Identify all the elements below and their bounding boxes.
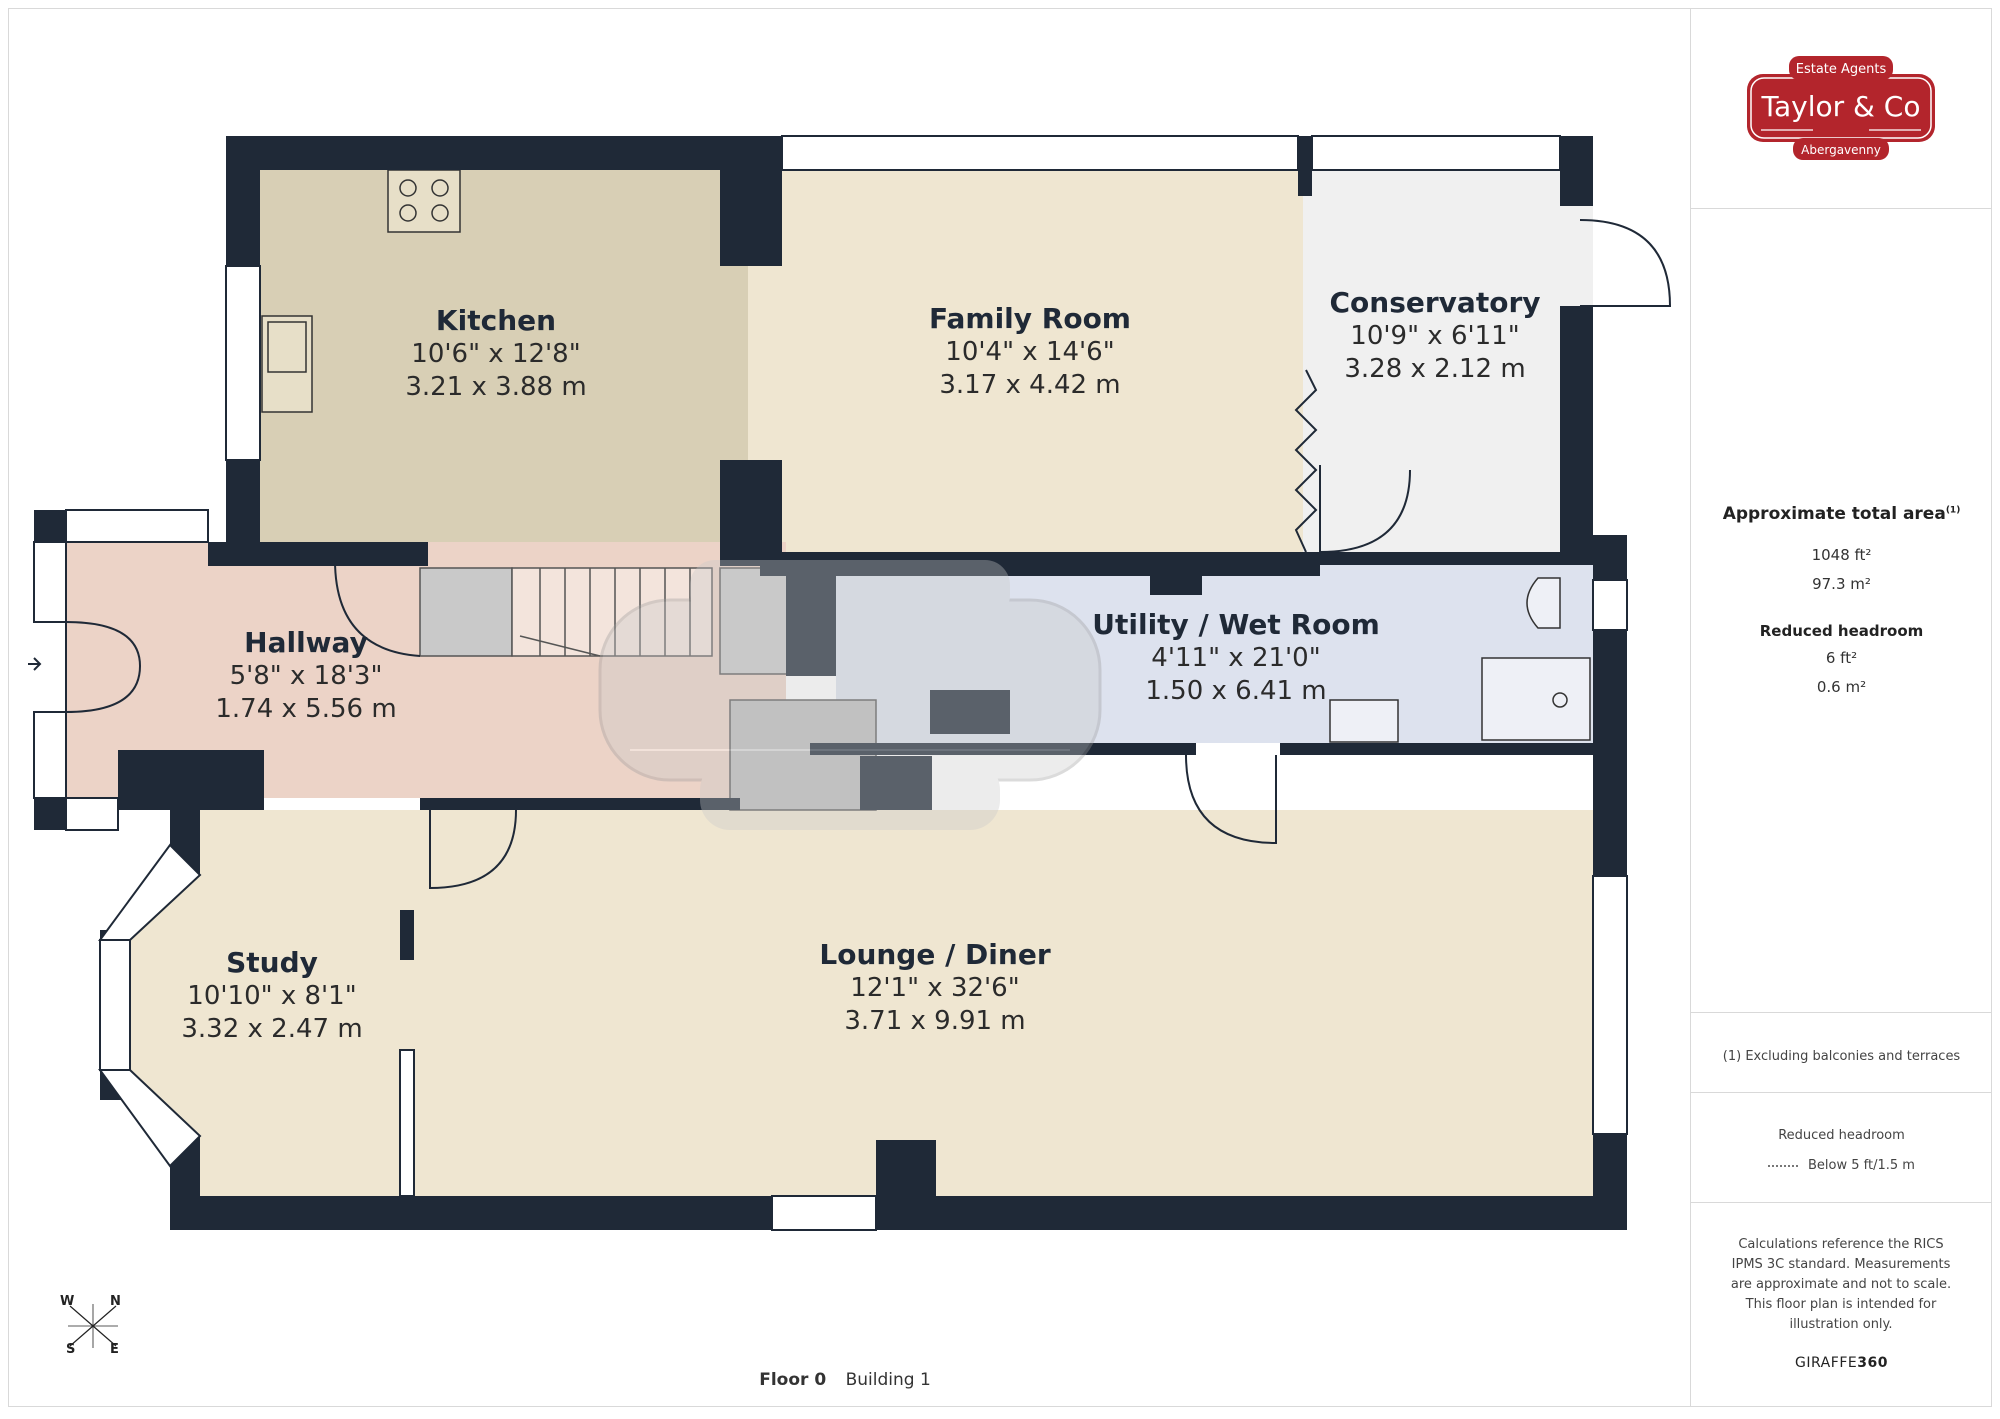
dotted-line-icon xyxy=(1768,1164,1799,1167)
giraffe360-brand: GIRAFFE360 xyxy=(1795,1355,1888,1371)
utility-fittings xyxy=(1329,577,1591,743)
kitchen-fill xyxy=(260,170,748,562)
room-dim-imperial: 4'11" x 21'0" xyxy=(1151,643,1321,673)
compass-icon: W N S E xyxy=(58,1294,128,1358)
svg-text:Estate Agents: Estate Agents xyxy=(1796,62,1887,77)
room-name: Lounge / Diner xyxy=(819,938,1051,971)
panel-divider xyxy=(1691,1092,1992,1093)
legend-item: Below 5 ft/1.5 m xyxy=(1808,1158,1915,1173)
floor-caption: Floor 0 Building 1 xyxy=(0,1370,1690,1390)
room-name: Utility / Wet Room xyxy=(1092,608,1380,641)
room-dim-imperial: 10'4" x 14'6" xyxy=(945,337,1115,367)
reduced-headroom-ft: 6 ft² xyxy=(1825,649,1858,667)
compass-s: S xyxy=(66,1342,76,1357)
doors xyxy=(28,219,1672,890)
room-dim-metric: 1.50 x 6.41 m xyxy=(1145,676,1327,706)
room-label-conservatory: Conservatory 10'9" x 6'11" 3.28 x 2.12 m xyxy=(1329,286,1540,386)
floor-plan-drawing xyxy=(28,135,1672,1231)
panel-divider xyxy=(1691,1012,1992,1013)
kitchen-sink xyxy=(261,315,313,413)
study-fill xyxy=(130,810,420,1196)
compass-n: N xyxy=(110,1294,121,1309)
room-name: Kitchen xyxy=(435,304,557,337)
disclaimer: Calculations reference the RICS IPMS 3C … xyxy=(1730,1237,1952,1332)
reduced-headroom-m: 0.6 m² xyxy=(1816,678,1867,696)
stair-landing xyxy=(419,567,513,657)
room-dim-metric: 3.21 x 3.88 m xyxy=(405,372,587,402)
room-dim-imperial: 10'6" x 12'8" xyxy=(411,339,581,369)
room-label-kitchen: Kitchen 10'6" x 12'8" 3.21 x 3.88 m xyxy=(405,304,586,404)
side-panel: Estate Agents Taylor & Co Abergavenny Ap… xyxy=(1690,8,1992,1407)
reduced-headroom-title: Reduced headroom xyxy=(1759,622,1924,640)
total-area-title: Approximate total area(1) xyxy=(1722,504,1961,524)
room-label-hallway: Hallway 5'8" x 18'3" 1.74 x 5.56 m xyxy=(215,626,396,726)
room-name: Study xyxy=(226,946,318,979)
svg-text:Taylor & Co: Taylor & Co xyxy=(1761,90,1921,123)
legend-title: Reduced headroom xyxy=(1778,1128,1905,1143)
floor-plan: Kitchen 10'6" x 12'8" 3.21 x 3.88 m Fami… xyxy=(0,135,1690,1390)
panel-divider xyxy=(1691,1202,1992,1203)
page-frame xyxy=(8,8,1992,1407)
total-area-ft: 1048 ft² xyxy=(1811,546,1872,564)
room-label-utility: Utility / Wet Room 4'11" x 21'0" 1.50 x … xyxy=(1092,608,1380,708)
compass-w: W xyxy=(60,1294,75,1309)
conservatory-fill xyxy=(1303,170,1593,552)
building-label: Building 1 xyxy=(845,1370,931,1390)
room-label-family-room: Family Room 10'4" x 14'6" 3.17 x 4.42 m xyxy=(929,302,1131,402)
room-name: Conservatory xyxy=(1329,286,1541,319)
room-dim-imperial: 10'10" x 8'1" xyxy=(187,981,357,1011)
panel-divider xyxy=(1691,208,1992,209)
room-dim-metric: 3.71 x 9.91 m xyxy=(844,1006,1026,1036)
walls xyxy=(34,136,1627,1230)
hob xyxy=(387,169,461,233)
room-dim-imperial: 10'9" x 6'11" xyxy=(1350,321,1520,351)
room-dim-metric: 3.17 x 4.42 m xyxy=(939,370,1121,400)
footnote: (1) Excluding balconies and terraces xyxy=(1722,1049,1961,1064)
room-dim-imperial: 5'8" x 18'3" xyxy=(229,661,383,691)
family-room-fill xyxy=(748,170,1303,552)
brand-logo: Estate Agents Taylor & Co Abergavenny xyxy=(1741,52,1941,164)
floor-label: Floor 0 xyxy=(759,1370,827,1390)
svg-text:Abergavenny: Abergavenny xyxy=(1801,143,1881,157)
room-name: Hallway xyxy=(244,626,368,659)
room-dim-metric: 3.32 x 2.47 m xyxy=(181,1014,363,1044)
stair-run xyxy=(511,567,713,657)
room-dim-metric: 1.74 x 5.56 m xyxy=(215,694,397,724)
room-label-lounge-diner: Lounge / Diner 12'1" x 32'6" 3.71 x 9.91… xyxy=(819,938,1050,1038)
room-dim-imperial: 12'1" x 32'6" xyxy=(850,973,1020,1003)
room-dim-metric: 3.28 x 2.12 m xyxy=(1344,354,1526,384)
room-label-study: Study 10'10" x 8'1" 3.32 x 2.47 m xyxy=(181,946,362,1046)
windows xyxy=(33,135,1628,1231)
compass-e: E xyxy=(110,1342,119,1357)
total-area-m: 97.3 m² xyxy=(1812,575,1871,593)
legend-row: Below 5 ft/1.5 m xyxy=(1691,1158,1992,1173)
room-name: Family Room xyxy=(929,302,1131,335)
lounge-diner-fill xyxy=(200,810,1593,1196)
brand-logo-graphic: Estate Agents Taylor & Co Abergavenny xyxy=(1747,56,1935,160)
